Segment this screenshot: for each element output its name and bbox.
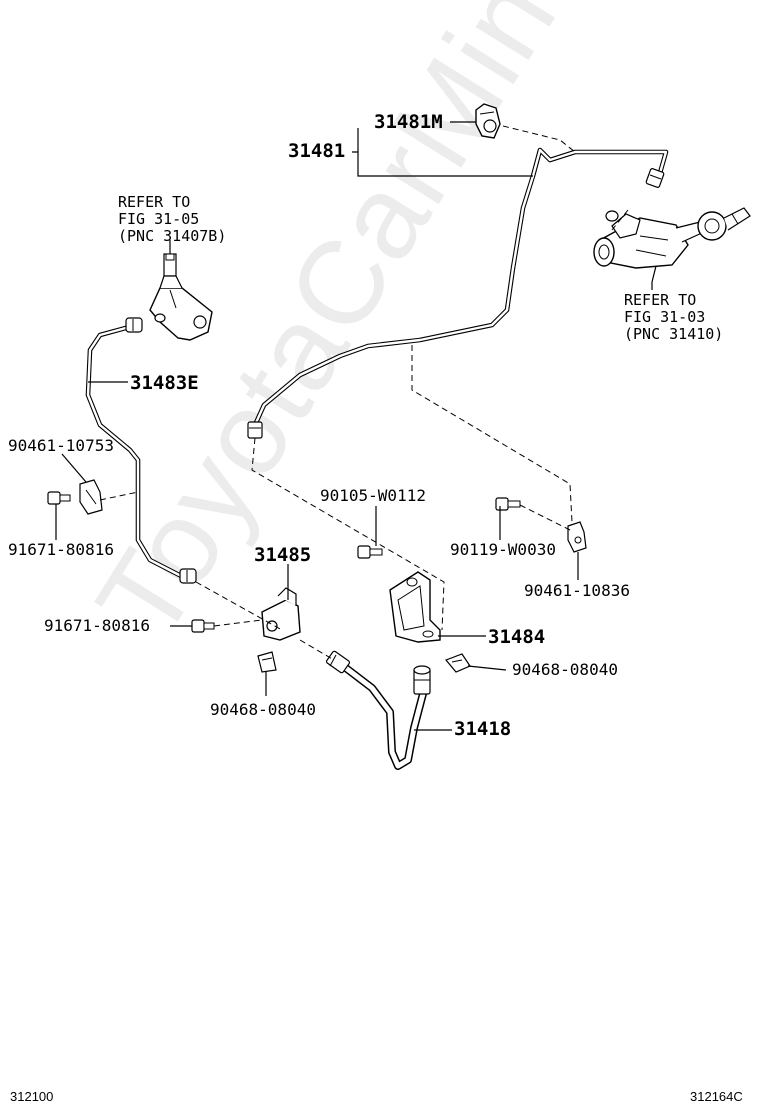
label-90468-08040-right: 90468-08040 [512,660,618,679]
label-91671-80816-center: 91671-80816 [44,616,150,635]
bolt-91671-80816-center [191,619,215,633]
clip-90468-08040-right [444,653,471,673]
label-31481M: 31481M [374,111,443,133]
hose-fitting-right [413,665,431,695]
label-31483E: 31483E [130,372,199,394]
label-91671-80816-left: 91671-80816 [8,540,114,559]
clip-90461-10753 [79,479,103,515]
tube-31483E-fitting-bottom [179,568,197,584]
label-90461-10753: 90461-10753 [8,436,114,455]
label-31484: 31484 [488,626,546,648]
ref-left-line3: (PNC 31407B) [118,227,227,245]
clip-90461-10836 [567,521,587,553]
ref-right-line3: (PNC 31410) [624,325,724,343]
clip-31481M [475,103,501,139]
ref-left-line1: REFER TO [118,193,191,211]
tube-fitting-right [645,168,665,188]
tube-31481 [252,147,669,428]
hose-fitting-left [325,650,351,674]
assembly-lines [99,125,629,661]
ref-right-line1: REFER TO [624,291,697,309]
label-31418: 31418 [454,718,512,740]
bolt-90119-W0030 [495,497,521,511]
bolt-90105-W0112 [357,545,383,559]
leader-lines [55,121,653,731]
master-cylinder [593,207,751,283]
ref-left-line2: FIG 31-05 [118,210,200,228]
bolt-91671-80816-left [47,491,71,505]
footer-right-code: 312164C [690,1089,743,1104]
label-90105-W0112: 90105-W0112 [320,486,426,505]
label-90461-10836: 90461-10836 [524,581,630,600]
label-90119-W0030: 90119-W0030 [450,540,556,559]
footer-left-code: 312100 [10,1089,54,1104]
ref-note-right: REFER TO FIG 31-03 (PNC 31410) [624,292,723,343]
label-31485: 31485 [254,544,312,566]
label-90468-08040-left: 90468-08040 [210,700,316,719]
tube-31483E-fitting-top [125,317,143,333]
tube-fitting-left [247,421,263,439]
bracket-31485 [261,587,301,641]
release-cylinder-port [149,253,213,341]
label-31481: 31481 [288,140,346,162]
ref-note-left: REFER TO FIG 31-05 (PNC 31407B) [118,194,226,245]
clip-90468-08040-left [257,651,277,673]
bracket-31484 [389,571,441,643]
ref-right-line2: FIG 31-03 [624,308,706,326]
